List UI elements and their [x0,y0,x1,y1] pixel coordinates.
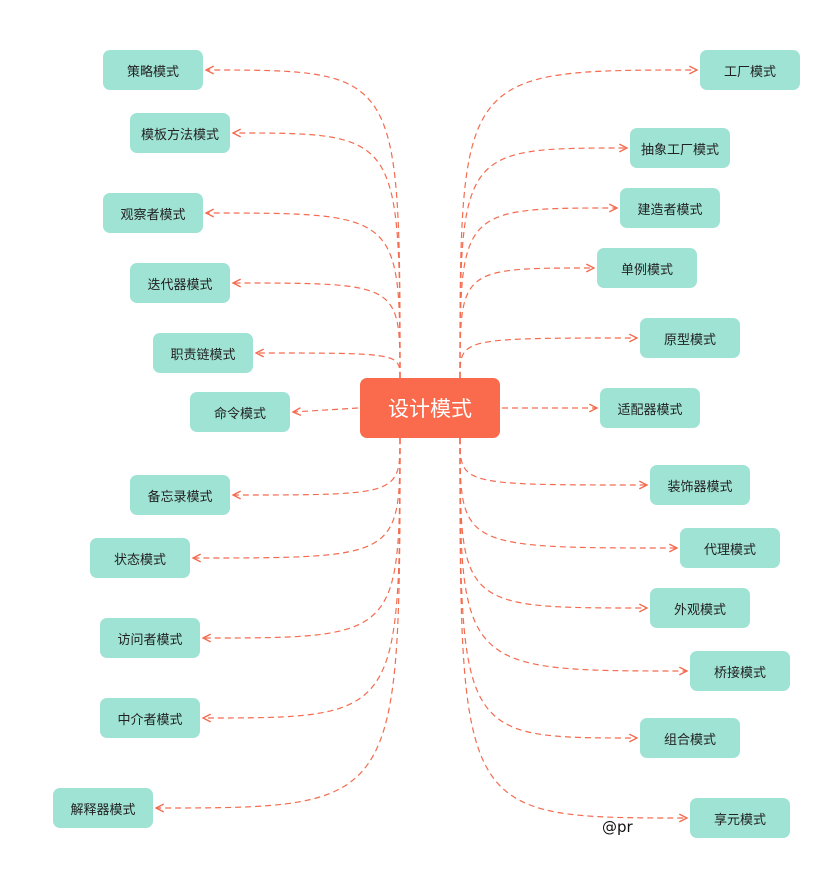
node-state[interactable]: 状态模式 [90,538,190,578]
edge-R4 [459,338,637,379]
edge-R1 [459,148,627,379]
node-chain-of-responsibility[interactable]: 职责链模式 [153,333,253,373]
node-decorator[interactable]: 装饰器模式 [650,465,750,505]
node-abstract-factory[interactable]: 抽象工厂模式 [630,128,730,168]
node-composite[interactable]: 组合模式 [640,718,740,758]
node-observer[interactable]: 观察者模式 [103,193,203,233]
edge-L1 [233,133,401,379]
edge-L6 [233,437,401,495]
edge-L2 [206,213,401,379]
node-prototype[interactable]: 原型模式 [640,318,740,358]
edge-L10 [156,437,401,808]
node-flyweight[interactable]: 享元模式 [690,798,790,838]
edge-L4 [256,353,401,379]
edge-R0 [459,70,697,379]
edge-R3 [459,268,594,379]
node-iterator[interactable]: 迭代器模式 [130,263,230,303]
edge-L9 [203,437,401,718]
node-builder[interactable]: 建造者模式 [620,188,720,228]
node-template-method[interactable]: 模板方法模式 [130,113,230,153]
node-strategy[interactable]: 策略模式 [103,50,203,90]
node-interpreter[interactable]: 解释器模式 [53,788,153,828]
watermark: @pr [602,818,633,836]
edge-R7 [459,437,677,548]
center-node[interactable]: 设计模式 [360,378,500,438]
edge-R2 [459,208,617,379]
node-singleton[interactable]: 单例模式 [597,248,697,288]
node-proxy[interactable]: 代理模式 [680,528,780,568]
edge-L5 [293,408,359,412]
edge-L8 [203,437,401,638]
edge-R8 [459,437,647,608]
node-visitor[interactable]: 访问者模式 [100,618,200,658]
node-bridge[interactable]: 桥接模式 [690,651,790,691]
edge-L0 [206,70,401,379]
node-mediator[interactable]: 中介者模式 [100,698,200,738]
node-facade[interactable]: 外观模式 [650,588,750,628]
edge-R10 [459,437,637,738]
node-adapter[interactable]: 适配器模式 [600,388,700,428]
edge-R6 [459,437,647,485]
node-factory[interactable]: 工厂模式 [700,50,800,90]
node-memento[interactable]: 备忘录模式 [130,475,230,515]
node-command[interactable]: 命令模式 [190,392,290,432]
edge-L3 [233,283,401,379]
